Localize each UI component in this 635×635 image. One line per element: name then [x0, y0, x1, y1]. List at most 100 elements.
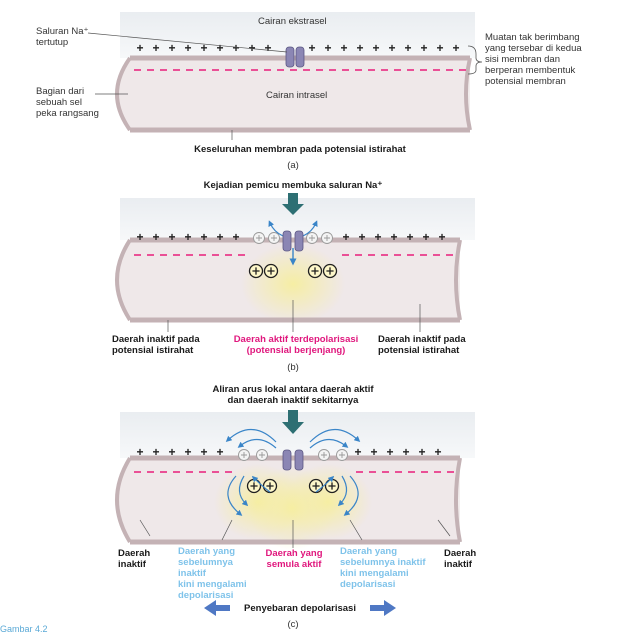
positive-charge: +: [358, 230, 365, 244]
circled-plus: [263, 263, 279, 279]
positive-charge: +: [184, 41, 191, 55]
circled-plus: [321, 232, 333, 244]
positive-charge: +: [232, 230, 239, 244]
arrow-down-icon: [282, 410, 304, 434]
positive-charge: +: [422, 230, 429, 244]
leader-left-prev-c: [221, 519, 233, 541]
positive-charge: +: [436, 41, 443, 55]
positive-charge: +: [152, 445, 159, 459]
positive-charge: +: [420, 41, 427, 55]
positive-charge: +: [418, 445, 425, 459]
positive-charge: +: [216, 230, 223, 244]
positive-charge: +: [340, 41, 347, 55]
circled-plus-outside-b: [253, 232, 333, 244]
positive-charge: +: [200, 230, 207, 244]
circled-plus: [306, 232, 318, 244]
leader-right-prev-c: [349, 519, 363, 541]
circled-plus-outside-c: [238, 449, 348, 461]
positive-charges-b: + + + + + + + + + + + + + +: [136, 230, 445, 244]
positive-charge: +: [136, 41, 143, 55]
label-originally-active-c: Daerah yang semula aktif: [265, 548, 323, 570]
positive-charges-a: + + + + + + + + + + + + + + + + + + +: [136, 41, 459, 55]
local-current-arrows: [225, 428, 361, 516]
positive-charge: +: [248, 41, 255, 55]
leader-channel-a: [87, 32, 288, 53]
label-spread-depolarization: Penyebaran depolarisasi: [244, 603, 356, 614]
axon-body-a: [117, 58, 470, 130]
arrow-down-icon: [282, 193, 304, 215]
positive-charge: +: [136, 230, 143, 244]
panel-a: + + + + + + + + + + + + + + + + + + +: [87, 12, 483, 140]
positive-charge: +: [232, 41, 239, 55]
positive-charge: +: [370, 445, 377, 459]
positive-charge: +: [452, 41, 459, 55]
label-cell-part: Bagian dari sebuah sel peka rangsang: [36, 86, 99, 119]
positive-charge: +: [386, 445, 393, 459]
positive-charge: +: [308, 41, 315, 55]
positive-charges-c: ++++++++++++: [136, 445, 441, 459]
positive-charge: +: [184, 230, 191, 244]
caption-panel-a: Keseluruhan membran pada potensial istir…: [194, 144, 406, 155]
na-channel-icon: [282, 230, 304, 252]
label-unbalanced-charges: Muatan tak berimbang yang tersebar di ke…: [485, 32, 582, 87]
positive-charge: +: [374, 230, 381, 244]
positive-charge: +: [390, 230, 397, 244]
membrane-left-end-b: [115, 238, 132, 322]
panel-letter-c: (c): [287, 619, 299, 630]
label-inactive-right-c: Daerah inaktif: [444, 548, 477, 570]
membrane-right-end-b: [454, 239, 462, 321]
na-channel-icon: [285, 46, 305, 68]
circled-plus-inside-b: [248, 263, 338, 279]
positive-charge: +: [200, 41, 207, 55]
label-previously-inactive-left-c: Daerah yang sebelumnya inaktif kini meng…: [178, 546, 247, 601]
na-influx-arrow-right: [302, 220, 318, 237]
positive-charge: +: [264, 41, 271, 55]
figure-number-partial: Gambar 4.2: [0, 624, 48, 634]
positive-charge: +: [342, 230, 349, 244]
brace-charges-a: [467, 45, 483, 75]
circled-plus: [318, 449, 330, 461]
circled-plus: [253, 232, 265, 244]
positive-charge: +: [434, 445, 441, 459]
membrane-right-end-c: [454, 457, 462, 543]
positive-charge: +: [152, 41, 159, 55]
positive-charge: +: [438, 230, 445, 244]
positive-charge: +: [356, 41, 363, 55]
label-active-depolarized-b: Daerah aktif terdepolarisasi (potensial …: [233, 334, 359, 356]
label-intracellular: Cairan intrasel: [266, 90, 328, 101]
label-trigger-event: Kejadian pemicu membuka saluran Na⁺: [203, 180, 383, 191]
panel-letter-a: (a): [287, 160, 299, 171]
circled-plus: [308, 478, 324, 494]
label-inactive-left-b: Daerah inaktif pada potensial istirahat: [112, 334, 200, 356]
depolarized-zone-c-right: [284, 464, 372, 540]
positive-charge: +: [216, 41, 223, 55]
na-channel-icon: [282, 449, 304, 471]
label-local-current: Aliran arus lokal antara daerah aktif da…: [212, 384, 374, 406]
positive-charge: +: [372, 41, 379, 55]
positive-charge: +: [406, 230, 413, 244]
positive-charge: +: [184, 445, 191, 459]
panel-c: ++++++++++++: [115, 410, 475, 616]
circled-plus: [324, 478, 340, 494]
circled-plus: [248, 263, 264, 279]
positive-charge: +: [152, 230, 159, 244]
positive-charge: +: [402, 445, 409, 459]
label-inactive-right-b: Daerah inaktif pada potensial istirahat: [378, 334, 466, 356]
circled-plus: [246, 478, 262, 494]
active-zone-b: [241, 244, 345, 324]
positive-charge: +: [388, 41, 395, 55]
membrane-left-end-c: [115, 456, 132, 544]
positive-charge: +: [216, 445, 223, 459]
positive-charge: +: [168, 41, 175, 55]
positive-charge: +: [324, 41, 331, 55]
circled-plus: [262, 478, 278, 494]
double-arrow-icon: [204, 600, 396, 616]
positive-charge: +: [354, 445, 361, 459]
label-inactive-left-c: Daerah inaktif: [118, 548, 151, 570]
positive-charge: +: [404, 41, 411, 55]
label-channel-closed: Saluran Na⁺ tertutup: [36, 26, 89, 48]
circled-plus: [256, 449, 268, 461]
positive-charge: +: [168, 230, 175, 244]
positive-charge: +: [136, 445, 143, 459]
